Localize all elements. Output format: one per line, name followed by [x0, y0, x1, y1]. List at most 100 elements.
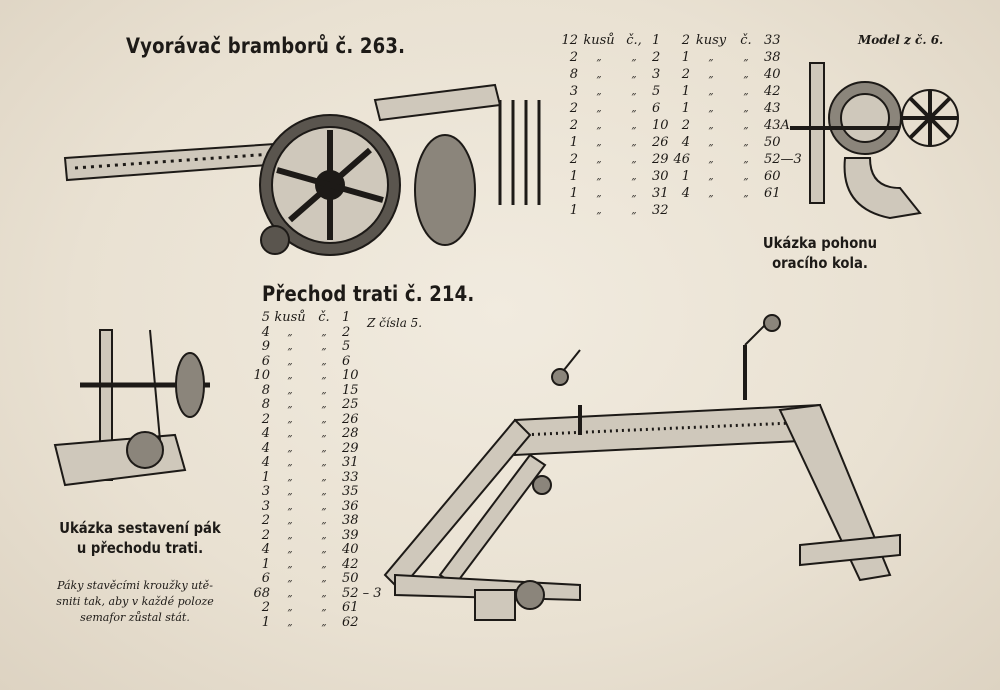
parts-no-label: „ — [321, 616, 327, 628]
parts-no-label: „ — [321, 399, 327, 410]
parts-part: 2 — [342, 324, 351, 340]
parts-row: 4 „ „ 61 — [670, 185, 790, 202]
parts-qty: 3 — [261, 484, 270, 499]
parts-part: 29 — [652, 152, 669, 167]
parts-qty: 8 — [261, 397, 270, 412]
parts-qty: 5 — [261, 310, 270, 325]
parts-unit: „ — [287, 602, 293, 613]
parts-unit: „ — [287, 326, 293, 338]
parts-part: 52—3 — [764, 152, 802, 167]
parts-no-label: „ — [631, 120, 637, 131]
parts-qty: 2 — [569, 118, 578, 133]
parts-part: 35 — [342, 484, 359, 499]
parts-no-label: „ — [743, 69, 749, 80]
parts-unit: „ — [708, 171, 714, 182]
levers-note-line2: sniti tak, aby v každé poloze — [56, 595, 214, 608]
parts-part: 42 — [342, 556, 359, 572]
parts-part: 1 — [652, 33, 661, 48]
parts-no-label: „ — [321, 587, 327, 599]
potato-digger-illustration — [63, 83, 541, 256]
parts-row: 1„„26 — [558, 134, 669, 151]
parts-row: 46„„52—3 — [670, 151, 801, 168]
parts-unit: „ — [596, 188, 602, 199]
parts-qty: 1 — [261, 469, 270, 485]
parts-no-label: č., — [626, 33, 642, 48]
parts-qty: 46 — [673, 152, 690, 167]
parts-unit: „ — [287, 355, 293, 367]
parts-qty: 1 — [681, 101, 690, 116]
parts-unit: „ — [708, 69, 714, 80]
parts-unit: „ — [708, 137, 714, 148]
parts-part: 43 — [764, 101, 781, 116]
parts-part: 33 — [342, 469, 359, 485]
parts-part: 28 — [342, 426, 359, 441]
parts-unit: „ — [287, 457, 293, 468]
parts-no-label: „ — [743, 188, 749, 199]
parts-unit: „ — [287, 442, 293, 454]
levers-caption: Ukázka sestavení pák u přechodu trati. — [56, 518, 223, 558]
parts-row: 4„„29 — [252, 440, 374, 457]
parts-row: 1„„43 — [670, 100, 790, 117]
parts-qty: 68 — [253, 585, 270, 601]
parts-unit: „ — [287, 515, 293, 526]
parts-row: 2„„39 — [252, 527, 374, 544]
parts-unit: „ — [596, 103, 602, 114]
parts-qty: 1 — [569, 203, 578, 218]
parts-part: 61 — [764, 186, 781, 201]
parts-no-label: „ — [321, 544, 327, 555]
parts-row: 3 „ „ 36 — [252, 498, 374, 515]
parts-part: 29 — [342, 440, 359, 456]
parts-row: 6„„6 — [252, 354, 374, 370]
parts-qty: 4 — [681, 186, 690, 201]
parts-part: 26 — [652, 135, 669, 150]
parts-unit: „ — [596, 69, 602, 80]
parts-row: 1„„42 — [670, 83, 790, 100]
parts-unit: „ — [287, 428, 293, 439]
parts-unit: „ — [287, 500, 293, 512]
parts-no-label: „ — [743, 86, 749, 97]
parts-unit: „ — [596, 154, 602, 165]
parts-no-label: „ — [321, 442, 327, 454]
parts-part: 15 — [342, 382, 359, 398]
crossing-source: Z čísla 5. — [367, 316, 423, 330]
parts-part: 36 — [342, 498, 359, 514]
drive-caption-line1: Ukázka pohonu — [762, 234, 878, 252]
parts-qty: 1 — [681, 50, 690, 65]
parts-unit: „ — [287, 529, 293, 541]
parts-qty: 4 — [261, 542, 270, 557]
parts-row: 1„„60 — [670, 168, 790, 185]
parts-unit: „ — [708, 188, 714, 199]
parts-qty: 2 — [261, 527, 270, 543]
parts-row: 4„„50 — [670, 134, 790, 151]
parts-row: 68„„52 – 3 — [252, 585, 381, 602]
parts-qty: 8 — [261, 382, 270, 398]
parts-no-label: „ — [321, 413, 327, 425]
parts-qty: 2 — [681, 118, 690, 133]
parts-qty: 3 — [261, 498, 270, 514]
parts-no-label: „ — [321, 471, 327, 483]
parts-row: 8„„3 — [558, 66, 666, 83]
parts-part: 42 — [764, 84, 781, 99]
parts-row: 2„„26 — [252, 412, 374, 428]
parts-row: 3„„35 — [252, 484, 374, 500]
parts-qty: 10 — [253, 368, 270, 383]
parts-qty: 2 — [261, 600, 270, 615]
drive-caption: Ukázka pohonu oracího kola. — [758, 233, 881, 273]
levers-caption-line1: Ukázka sestavení pák — [59, 519, 221, 537]
parts-no-label: „ — [743, 103, 749, 114]
parts-no-label: „ — [631, 69, 637, 80]
parts-no-label: „ — [631, 188, 637, 199]
parts-unit: „ — [287, 587, 293, 599]
parts-row: 4„„2 — [252, 324, 374, 341]
parts-row: 2„„43A — [670, 117, 790, 134]
parts-unit: „ — [596, 86, 602, 97]
parts-part: 62 — [342, 614, 359, 630]
parts-no-label: „ — [321, 500, 327, 512]
parts-unit: „ — [596, 52, 602, 63]
parts-part: 61 — [342, 600, 359, 615]
parts-unit: „ — [287, 413, 293, 425]
parts-part: 50 — [342, 571, 359, 586]
parts-row: 2„„40 — [670, 66, 790, 83]
parts-row: 4„„28 — [252, 426, 374, 442]
